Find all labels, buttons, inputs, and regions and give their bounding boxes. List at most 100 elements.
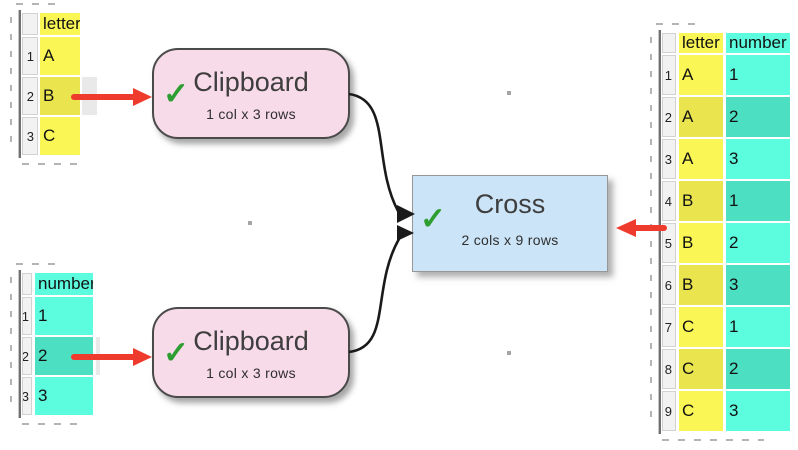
connector-curve-top xyxy=(348,92,400,212)
row-number: 1 xyxy=(662,55,676,95)
table-left-edge xyxy=(18,10,21,158)
node-subtitle: 1 col x 3 rows xyxy=(206,106,296,122)
row-number: 1 xyxy=(22,297,32,335)
row-number: 1 xyxy=(22,37,38,75)
node-title: Cross xyxy=(474,189,546,219)
connector-curve-bottom xyxy=(348,238,401,354)
filler-cell xyxy=(82,117,97,155)
filler-cell xyxy=(82,77,97,115)
table-cell: 3 xyxy=(726,391,790,431)
filler-cell xyxy=(96,273,100,295)
table-left-edge xyxy=(18,270,21,418)
row-number: 4 xyxy=(662,181,676,221)
row-number: 7 xyxy=(662,307,676,347)
filler-cell xyxy=(96,297,100,335)
filler-cell xyxy=(96,377,100,415)
canvas-grid-dot xyxy=(507,351,511,355)
torn-edge xyxy=(10,17,12,149)
table-left-edge xyxy=(658,30,661,434)
check-icon: ✓ xyxy=(163,76,189,111)
table-cell: 1 xyxy=(35,297,93,335)
node-subtitle: 2 cols x 9 rows xyxy=(461,232,559,248)
table-cell: C xyxy=(40,117,80,155)
table-cell: C xyxy=(679,349,723,389)
table-cell: 2 xyxy=(726,97,790,137)
table-cell: 2 xyxy=(726,223,790,263)
table-cell: A xyxy=(679,139,723,179)
corner-cell xyxy=(22,13,38,35)
torn-edge xyxy=(22,163,82,165)
column-header: number xyxy=(726,33,790,53)
table-cell: A xyxy=(40,37,80,75)
table-cell: 3 xyxy=(726,265,790,305)
column-header: letter xyxy=(40,13,80,35)
row-number: 3 xyxy=(22,377,32,415)
table-cell: B xyxy=(40,77,80,115)
row-number: 5 xyxy=(662,223,676,263)
column-header: letter xyxy=(679,33,723,53)
node-subtitle: 1 col x 3 rows xyxy=(206,365,296,381)
table-cell: 1 xyxy=(726,55,790,95)
table-cell: 1 xyxy=(726,307,790,347)
torn-edge xyxy=(10,277,12,409)
filler-cell xyxy=(82,13,97,35)
filler-cell xyxy=(82,37,97,75)
torn-edge xyxy=(662,439,765,441)
table-cell: B xyxy=(679,265,723,305)
check-icon: ✓ xyxy=(420,201,446,236)
canvas-grid-dot xyxy=(507,91,511,95)
row-number: 3 xyxy=(662,139,676,179)
node-clipboard-1[interactable]: ✓ Clipboard 1 col x 3 rows xyxy=(152,48,350,139)
row-number: 8 xyxy=(662,349,676,389)
filler-cell xyxy=(96,337,100,375)
table-cell: B xyxy=(679,223,723,263)
torn-edge xyxy=(650,37,652,425)
table-cell: C xyxy=(679,391,723,431)
table-cell: B xyxy=(679,181,723,221)
table-cell: 3 xyxy=(726,139,790,179)
corner-cell xyxy=(662,33,676,53)
column-header: number xyxy=(35,273,93,295)
table-header-row: number xyxy=(22,273,100,295)
row-number: 2 xyxy=(662,97,676,137)
row-number: 6 xyxy=(662,265,676,305)
torn-edge xyxy=(656,23,700,25)
row-number: 3 xyxy=(22,117,38,155)
node-title: Clipboard xyxy=(193,326,309,356)
table-cell: A xyxy=(679,55,723,95)
check-icon: ✓ xyxy=(163,335,189,370)
node-clipboard-2[interactable]: ✓ Clipboard 1 col x 3 rows xyxy=(152,307,350,398)
node-cross[interactable]: ✓ Cross 2 cols x 9 rows xyxy=(412,175,608,272)
row-number: 9 xyxy=(662,391,676,431)
canvas-grid-dot xyxy=(248,221,252,225)
torn-edge xyxy=(22,423,85,425)
node-title: Clipboard xyxy=(193,67,309,97)
table-cell: 2 xyxy=(726,349,790,389)
table-cell: 3 xyxy=(35,377,93,415)
table-cell: 2 xyxy=(35,337,93,375)
row-number: 2 xyxy=(22,337,32,375)
table-header-row: letter xyxy=(22,13,97,35)
torn-edge xyxy=(16,263,60,265)
table-cell: A xyxy=(679,97,723,137)
row-number: 2 xyxy=(22,77,38,115)
table-cell: C xyxy=(679,307,723,347)
corner-cell xyxy=(22,273,32,295)
